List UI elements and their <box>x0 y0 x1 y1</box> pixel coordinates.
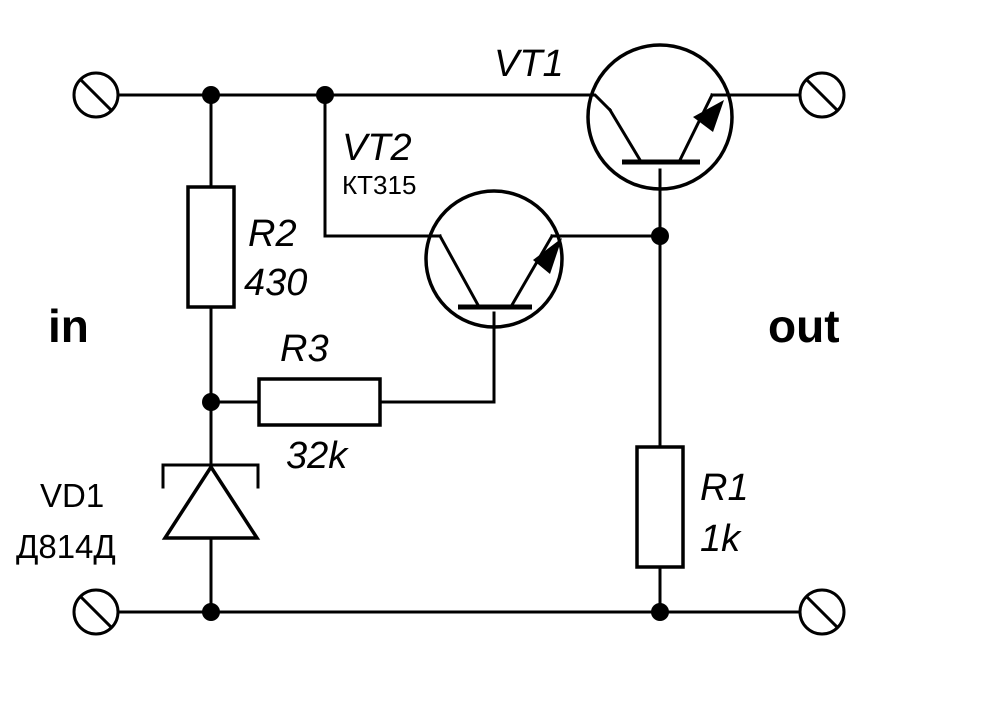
vt1-label: VT1 <box>494 43 564 85</box>
output-terminal-top <box>798 71 846 119</box>
transistor-vt2 <box>424 189 564 329</box>
vt2-type-label: КТ315 <box>342 170 416 200</box>
input-label: in <box>48 300 89 352</box>
wires <box>116 93 802 614</box>
vd1-type-label: Д814Д <box>16 528 116 565</box>
r2-value-label: 430 <box>244 262 307 304</box>
output-label: out <box>768 300 840 352</box>
vt2-emitter-lead <box>509 233 555 308</box>
junction-dot <box>651 227 669 245</box>
input-terminal-bottom <box>72 588 120 636</box>
r1-label: R1 <box>700 467 749 509</box>
r3-label: R3 <box>280 328 329 370</box>
vt2-base-wire <box>378 311 496 404</box>
vt1-envelope <box>586 43 734 191</box>
junction-dot <box>316 86 334 104</box>
vt1-emitter-lead <box>677 92 715 163</box>
resistor-r2 <box>186 185 236 309</box>
output-terminal-bottom <box>798 588 846 636</box>
r2-label: R2 <box>248 213 297 255</box>
resistor-r3 <box>257 377 382 427</box>
vt2-envelope <box>424 189 564 329</box>
zener-triangle <box>161 463 261 540</box>
vt1-collector-lead <box>607 107 643 163</box>
r3-value-label: 32k <box>286 435 349 477</box>
junction-dot <box>202 603 220 621</box>
vt2-collector-lead <box>437 233 481 308</box>
vd1-label: VD1 <box>40 477 104 514</box>
zener-diode-vd1 <box>161 463 261 540</box>
input-terminal-top <box>72 71 120 119</box>
vt2-label: VT2 <box>342 127 412 169</box>
resistor-r1 <box>635 445 685 569</box>
vt2-collector-wire <box>323 93 442 238</box>
junction-dot <box>651 603 669 621</box>
junctions <box>202 86 669 621</box>
junction-dot <box>202 393 220 411</box>
top-rail-wire <box>116 93 613 113</box>
r1-value-label: 1k <box>700 518 742 560</box>
vt2-emitter-arrow <box>533 238 562 274</box>
junction-dot <box>202 86 220 104</box>
transistor-vt1 <box>586 43 734 191</box>
vt1-emitter-arrow <box>693 100 724 132</box>
